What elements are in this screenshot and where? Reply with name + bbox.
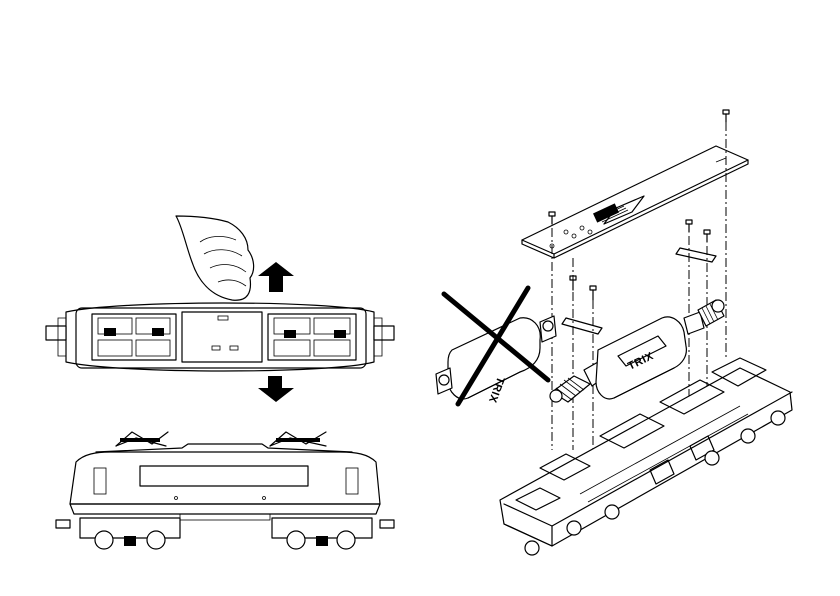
mounting-bracket: [562, 318, 602, 334]
worm-gear: [550, 376, 590, 402]
screw-icon: [549, 212, 555, 224]
locomotive-side-view: [56, 432, 394, 549]
old-motor: TRIX: [436, 316, 556, 405]
chassis-top-view: [46, 303, 394, 371]
finger-illustration: [176, 216, 254, 300]
arrow-up-icon: [258, 262, 294, 292]
arrow-down-icon: [258, 376, 294, 402]
chassis-frame: [500, 358, 792, 555]
screw-icon: [704, 230, 710, 242]
mounting-bracket: [676, 248, 716, 262]
new-motor: TRIX: [550, 300, 724, 402]
screw-icon: [686, 220, 692, 232]
screw-icon: [723, 110, 729, 122]
cover-plate: [522, 146, 748, 258]
screw-icon: [590, 286, 596, 300]
